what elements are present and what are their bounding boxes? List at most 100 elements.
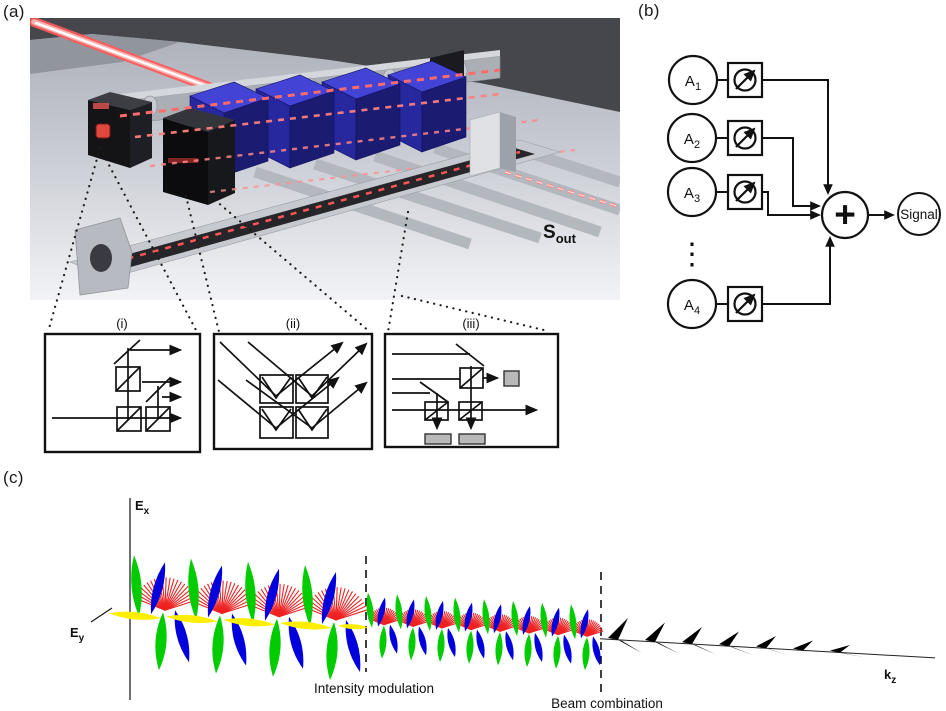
red-field-fan — [278, 583, 281, 617]
red-field-fan — [221, 580, 224, 614]
red-field-fan — [164, 592, 194, 611]
red-field-fan — [278, 584, 285, 617]
signal-node — [897, 192, 941, 236]
green-petal — [408, 627, 416, 661]
bracket-hole — [90, 244, 112, 272]
red-field-fan — [335, 591, 353, 621]
summing-node — [820, 190, 870, 240]
back-shelf — [30, 34, 180, 74]
green-petal — [482, 599, 490, 635]
mirror — [455, 343, 485, 367]
green-petal — [466, 630, 474, 664]
blue-petal — [418, 626, 427, 656]
green-petal — [569, 604, 577, 640]
beam-arrow — [311, 381, 368, 429]
panel-c-label: (c) — [3, 468, 24, 487]
green-petal — [495, 632, 503, 666]
beam-splitter-cube — [115, 366, 141, 392]
green-petal — [366, 592, 374, 628]
green-petal — [424, 595, 432, 631]
blue-petal — [522, 605, 531, 635]
green-petal — [269, 618, 281, 677]
red-field-fan — [335, 598, 362, 621]
red-field-fan — [335, 602, 365, 621]
detector-box-left — [88, 92, 152, 168]
phase-modulators — [726, 61, 764, 323]
red-field-fan — [221, 584, 239, 614]
red-field-fan — [221, 589, 246, 614]
red-field-fan — [278, 598, 308, 618]
red-field-fan — [335, 593, 357, 621]
intensity-modulation-label: Intensity modulation — [314, 681, 434, 696]
red-field-fan — [221, 586, 243, 614]
combined-beam-spike — [608, 617, 642, 654]
wire-a1 — [762, 79, 833, 195]
blue-petal — [580, 609, 589, 639]
wire-a2 — [762, 137, 821, 211]
beam-splitter-cube — [145, 406, 171, 432]
combined-beam-spike — [756, 635, 790, 656]
inset-i: (i) — [43, 316, 202, 454]
field-wave — [109, 555, 936, 681]
red-field-fan — [221, 582, 236, 614]
red-field-fan — [335, 605, 367, 621]
red-field-fan — [221, 592, 248, 614]
red-field-fan — [164, 581, 182, 611]
plus-symbol: + — [834, 194, 856, 235]
green-petal — [395, 594, 403, 630]
inset-iii-label: (iii) — [462, 316, 479, 331]
inset-i-box — [43, 332, 202, 454]
red-field-fan — [164, 578, 175, 611]
red-field-fan — [164, 583, 186, 611]
yellow-petal — [338, 624, 368, 630]
green-petal — [582, 637, 590, 671]
combined-beam-spike — [682, 626, 716, 655]
retroreflector — [259, 374, 294, 404]
red-field-fan — [335, 588, 346, 621]
beam-splitter-cube — [116, 406, 142, 432]
red-field-fan — [221, 581, 232, 614]
inset-ii-label: (ii) — [286, 316, 300, 331]
back-wall — [30, 18, 620, 112]
beam-path — [219, 341, 277, 397]
blue-petal — [534, 632, 543, 662]
blue-petal — [174, 610, 190, 663]
signal-label: Signal — [900, 207, 938, 222]
green-petal — [212, 615, 224, 674]
blue-petal — [447, 627, 456, 657]
red-field-fan — [164, 577, 167, 611]
yellow-petal — [166, 614, 218, 624]
green-petal — [511, 600, 519, 636]
render-3d: Sout — [30, 18, 620, 300]
ex-axis-label: Ex — [135, 498, 150, 517]
laser-beam-output — [504, 170, 620, 209]
blue-petal — [389, 624, 398, 654]
polarization-plot: Ex Ey kz Intensity modulation Beam combi… — [70, 498, 936, 711]
green-petal — [131, 555, 142, 617]
panel-b-label: (b) — [638, 1, 660, 20]
retroreflector — [295, 374, 329, 404]
output-mirror — [469, 111, 501, 177]
red-field-fan — [278, 592, 303, 618]
blue-petal — [476, 629, 485, 659]
blue-petal — [321, 572, 337, 625]
blue-petal — [264, 568, 280, 621]
yellow-petal — [223, 618, 275, 627]
beam-splitter-diagonal — [116, 406, 142, 432]
red-field-fan — [335, 609, 368, 621]
green-petal — [326, 622, 338, 681]
green-petal — [188, 558, 199, 620]
red-glint — [168, 158, 198, 163]
ey-pointer-line — [90, 607, 113, 623]
beam-splitter-diagonal — [145, 406, 171, 432]
photodetector — [458, 433, 486, 445]
green-petal — [245, 561, 256, 623]
beam-path — [247, 341, 313, 397]
blue-petal — [150, 562, 166, 615]
kz-axis — [599, 638, 936, 659]
red-field-fan — [335, 589, 350, 621]
input-label-a2: A2 — [684, 131, 700, 151]
retro-vee — [297, 376, 328, 400]
red-field-fan — [164, 586, 189, 611]
